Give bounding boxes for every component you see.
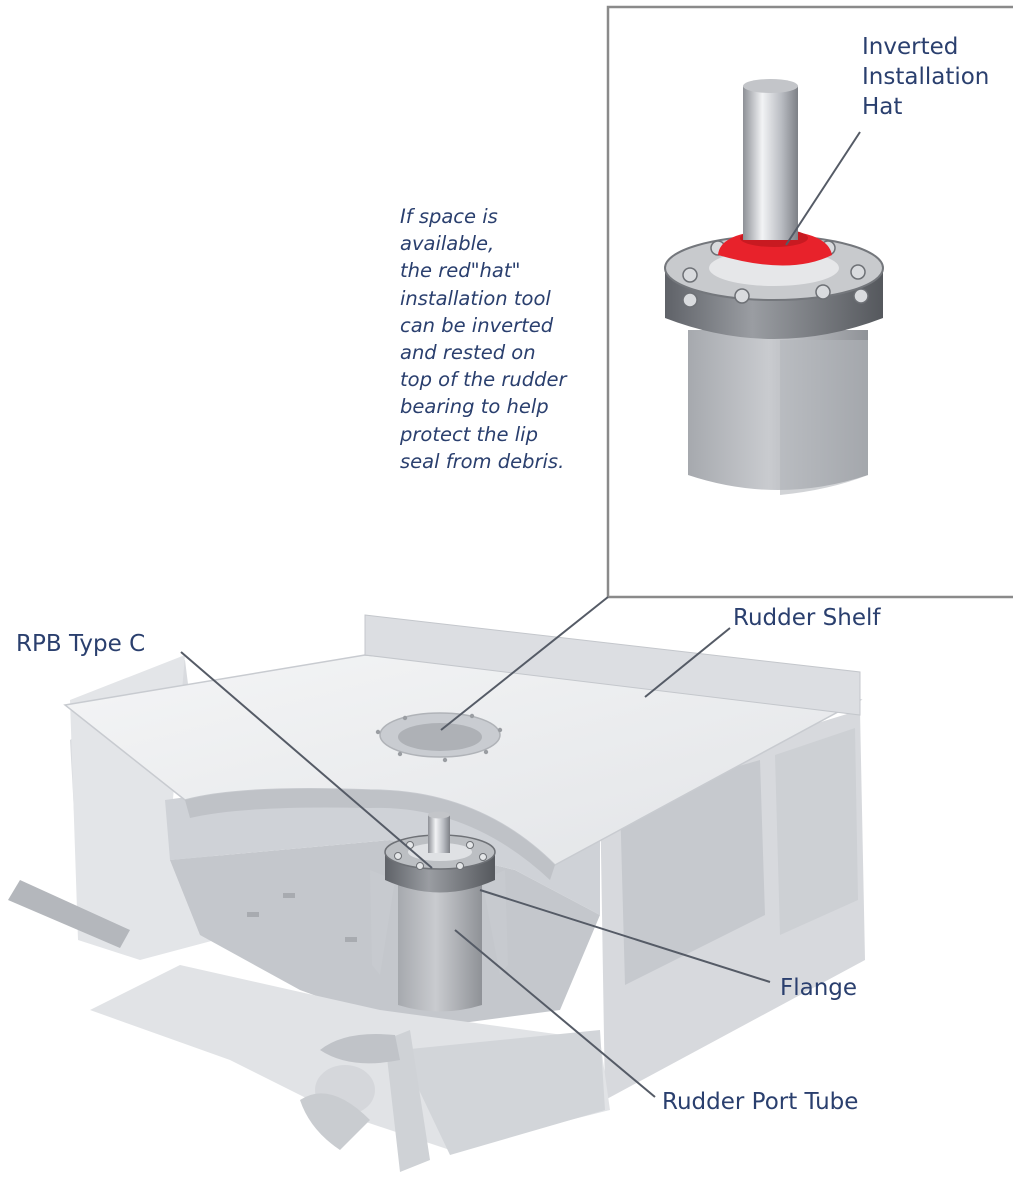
note-line: the red"hat"	[400, 259, 521, 283]
inset-rudder-shaft	[743, 86, 798, 240]
note-line: protect the lip	[400, 422, 538, 446]
rudder-shelf-backplate	[364, 614, 861, 716]
inset-label: Inverted Installation Hat	[862, 32, 989, 122]
note-line: available,	[400, 232, 495, 256]
leader-rpb	[180, 651, 433, 869]
inset-label-line: Inverted	[862, 34, 959, 60]
leader-tube	[454, 929, 656, 1098]
note-line: and rested on	[400, 341, 536, 365]
prop-shaft	[8, 880, 130, 948]
hull-drawing	[8, 614, 865, 1172]
bearing-support-web	[370, 870, 395, 975]
label-rudder-port-tube: Rudder Port Tube	[662, 1089, 859, 1115]
inset-label-leader	[785, 131, 861, 246]
note-line: top of the rudder	[400, 368, 567, 392]
label-flange: Flange	[780, 975, 858, 1001]
note-text: If space is available, the red"hat" inst…	[400, 203, 615, 475]
leader-inset-to-shelf	[440, 596, 609, 731]
rudder-port-tube	[398, 875, 482, 1012]
rudder-shaft	[428, 815, 450, 853]
inset-label-line: Hat	[862, 94, 903, 120]
note-line: can be inverted	[400, 313, 554, 337]
note-line: If space is	[400, 205, 498, 228]
rudder-blade	[385, 1030, 430, 1172]
inset-panel	[606, 5, 1013, 599]
inset-label-line: Installation	[862, 64, 990, 90]
note-line: bearing to help	[400, 395, 549, 419]
label-rpb-type-c: RPB Type C	[16, 631, 146, 657]
note-line: seal from debris.	[400, 449, 565, 473]
leader-flange	[479, 889, 771, 983]
note-line: installation tool	[400, 286, 551, 310]
label-rudder-shelf: Rudder Shelf	[733, 605, 881, 631]
leader-lines	[180, 596, 771, 1098]
propeller	[320, 1034, 400, 1064]
leader-shelf	[644, 627, 731, 698]
